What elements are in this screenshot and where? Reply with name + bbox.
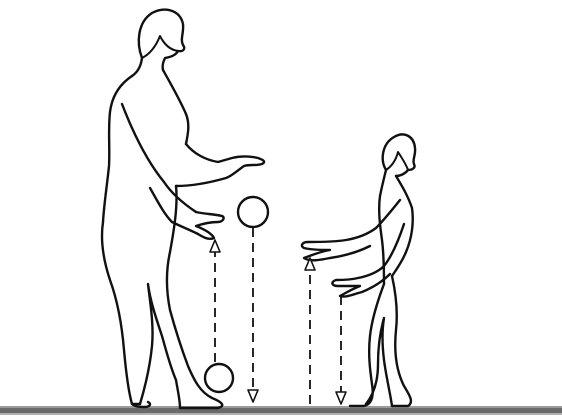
adult-far-arm [176,144,264,186]
down-arrow-icon [336,392,346,404]
down-arrow-icon [248,390,258,402]
adult-back [103,76,132,222]
adult-rebound-path [210,240,220,362]
up-arrow-icon [210,240,220,252]
child-front-leg [392,276,411,406]
child-rebound-path [305,258,315,404]
child-upper-arm [302,200,400,260]
adult-inner-leg [140,284,180,408]
adult-drop-path [248,228,258,402]
child-hair [386,152,408,170]
child-figure [302,134,415,406]
adult-neck [132,58,142,76]
adult-ball-top [238,197,268,227]
adult-near-arm [122,104,196,212]
adult-rear-leg [102,222,140,404]
ground-line [0,406,562,415]
child-drop-path [336,296,346,404]
adult-front-torso [163,70,188,144]
adult-ball-bottom [205,364,233,392]
adult-near-hand [150,188,224,239]
